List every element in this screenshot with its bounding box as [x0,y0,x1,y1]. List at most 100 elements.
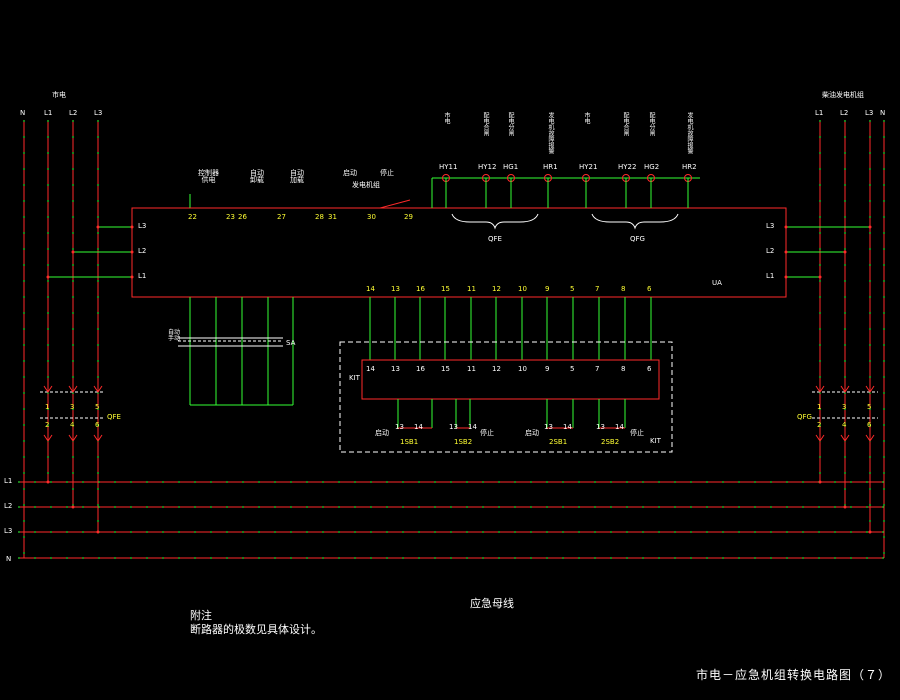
sa-selector [178,297,294,406]
top-terminal: 22 [188,213,197,221]
ua-l1-right: L1 [766,272,775,280]
phase-label-l2-right: L2 [840,109,849,117]
sa-label: SA [286,339,296,347]
button-name: 1SB1 [400,438,419,446]
kit-panel [339,341,673,453]
kit-terminal: 6 [647,365,652,373]
ua-bottom-terminal: 15 [441,285,450,293]
control-label-start: 启动 [343,169,357,177]
indicator-tag: HR2 [682,163,697,171]
indicator-desc: 市电 [443,112,450,124]
phase-label-l2-left: L2 [69,109,78,117]
top-terminal: 30 [367,213,376,221]
ua-bottom-terminal: 9 [545,285,550,293]
top-terminal: 23 [226,213,235,221]
button-name: 2SB1 [549,438,568,446]
qfg-label: QFG [797,413,812,421]
ua-l2-left: L2 [138,247,147,255]
top-terminal: 27 [277,213,286,221]
kit-left-label: KIT [349,374,360,382]
ua-bottom-terminal: 13 [391,285,400,293]
indicator-lamps [432,174,700,230]
kit-terminal: 14 [366,365,375,373]
indicator-desc: 配电分闸 [648,112,655,136]
button-action: 停止 [630,429,644,437]
indicator-desc: 发电机故障报警 [547,112,554,154]
qfe-num-4: 4 [70,421,75,429]
indicator-tag: HY21 [579,163,598,171]
qfe-label: QFE [107,413,121,421]
phase-label-l1-right: L1 [815,109,824,117]
qfe-num-5: 5 [95,403,100,411]
bus-label-l1: L1 [4,477,13,485]
qfg-num-3: 3 [842,403,847,411]
kit-terminal: 12 [492,365,501,373]
right-source-label: 柴油发电机组 [822,91,864,99]
kit-terminal: 13 [391,365,400,373]
phase-label-l3-left: L3 [94,109,103,117]
kit-buttons [397,399,626,429]
ua-bottom-drops [369,297,652,360]
button-terminal: 14 [563,423,572,431]
qfg-num-5: 5 [867,403,872,411]
qfg-num-4: 4 [842,421,847,429]
drawing-title: 市电－应急机组转换电路图（７） [696,668,892,682]
ua-l1-left: L1 [138,272,147,280]
qfg-brace-label: QFG [630,235,645,243]
kit-terminal: 10 [518,365,527,373]
button-action: 启动 [375,429,389,437]
ua-left-inputs [46,225,134,279]
left-source-lines [23,120,99,558]
footnote-title: 附注 [190,609,212,622]
qfe-num-6: 6 [95,421,100,429]
ua-l3-right: L3 [766,222,775,230]
bus-title: 应急母线 [470,597,514,610]
ua-bottom-terminal: 6 [647,285,652,293]
kit-terminal: 15 [441,365,450,373]
qfe-num-3: 3 [70,403,75,411]
indicator-tag: HG1 [503,163,519,171]
qfe-num-2: 2 [45,421,50,429]
button-action: 启动 [525,429,539,437]
qfe-brace-label: QFE [488,235,502,243]
left-source-label: 市电 [52,91,66,99]
qfg-num-1: 1 [817,403,822,411]
phase-label-l1-left: L1 [44,109,53,117]
button-terminal: 13 [449,423,458,431]
qfg-num-6: 6 [867,421,872,429]
ua-bottom-terminal: 10 [518,285,527,293]
button-action: 停止 [480,429,494,437]
indicator-tag: HY11 [439,163,458,171]
right-source-lines [819,120,885,558]
phase-label-n-right: N [880,109,886,117]
top-terminal: 26 [238,213,247,221]
indicator-desc: 配电分闸 [507,112,514,136]
ua-bottom-terminal: 11 [467,285,476,293]
button-terminal: 13 [596,423,605,431]
qfg-num-2: 2 [817,421,822,429]
control-contacts [189,178,433,209]
bus-label-l3: L3 [4,527,13,535]
indicator-desc: 配电合闸 [482,112,489,136]
control-label-genset: 发电机组 [352,181,380,189]
bus-label-l2: L2 [4,502,13,510]
ua-l2-right: L2 [766,247,775,255]
ua-l3-left: L3 [138,222,147,230]
button-terminal: 14 [468,423,477,431]
ua-controller-box [131,207,787,298]
button-terminal: 13 [544,423,553,431]
kit-terminal: 11 [467,365,476,373]
top-terminal: 31 [328,213,337,221]
emergency-bus [18,480,884,559]
ua-label: UA [712,279,722,287]
kit-module [361,359,660,400]
ua-bottom-terminal: 16 [416,285,425,293]
top-terminal: 28 [315,213,324,221]
indicator-tag: HY22 [618,163,637,171]
control-label-load: 自动 加载 [290,169,304,184]
ua-bottom-terminal: 8 [621,285,626,293]
button-terminal: 14 [615,423,624,431]
indicator-tag: HY12 [478,163,497,171]
footnote-text: 断路器的极数见具体设计。 [190,623,322,636]
